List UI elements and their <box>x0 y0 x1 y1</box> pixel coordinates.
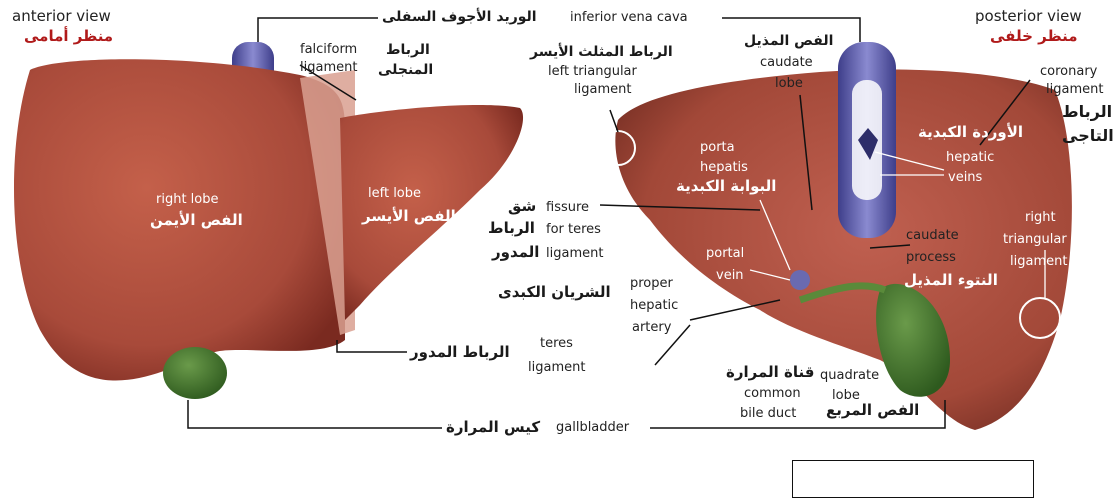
right-lobe-en: right lobe <box>156 192 219 208</box>
gallbladder-en: gallbladder <box>556 420 629 436</box>
teres-en-2: ligament <box>528 360 585 376</box>
right-triangular-en-2: triangular <box>1003 232 1067 248</box>
anterior-gallbladder <box>163 347 227 399</box>
hepatic-veins-ar: الأوردة الكبدية <box>918 124 1023 140</box>
teres-ar: الرباط المدور <box>410 344 510 360</box>
right-triangular-en-3: ligament <box>1010 254 1067 270</box>
hepatic-veins-en-1: hepatic <box>946 150 994 166</box>
ivc-label-ar: الوريد الأجوف السفلى <box>382 9 537 25</box>
bile-duct-en-1: common <box>744 386 801 402</box>
coronary-en-1: coronary <box>1040 64 1097 80</box>
fissure-en-3: ligament <box>546 246 603 262</box>
left-lobe-ar: الفص الأيسر <box>362 208 456 224</box>
caudate-process-en-2: process <box>906 250 956 266</box>
caudate-process-en-1: caudate <box>906 228 959 244</box>
hepatic-artery-ar: الشريان الكبدى <box>498 284 611 300</box>
posterior-title-ar: منظر خلفى <box>990 28 1077 44</box>
caudate-lobe-ar: الفص المذيل <box>744 33 833 49</box>
fissure-ar-1: شق <box>508 198 536 214</box>
caudate-process-ar: النتوء المذيل <box>904 272 998 288</box>
left-triangular-en-1: left triangular <box>548 64 637 80</box>
ivc-label-en: inferior vena cava <box>570 10 688 26</box>
hepatic-veins-en-2: veins <box>948 170 982 186</box>
fissure-en-2: for teres <box>546 222 601 238</box>
left-triangular-ar: الرباط المثلث الأيسر <box>530 44 673 60</box>
posterior-title: posterior view <box>975 8 1082 24</box>
portal-vein-mark <box>790 270 810 290</box>
left-lobe-en: left lobe <box>368 186 421 202</box>
portal-vein-en-2: vein <box>716 268 744 284</box>
anterior-title: anterior view <box>12 8 111 24</box>
bile-duct-ar: قناة المرارة <box>726 364 814 380</box>
falciform-en-1: falciform <box>300 42 357 58</box>
fissure-ar-2: الرباط <box>488 220 535 236</box>
blank-answer-box <box>792 460 1034 498</box>
bile-duct-en-2: bile duct <box>740 406 796 422</box>
coronary-en-2: ligament <box>1046 82 1103 98</box>
porta-hepatis-en-2: hepatis <box>700 160 748 176</box>
right-lobe-ar: الفص الأيمن <box>150 212 243 228</box>
right-triangular-ar: الرباط المثلث الأيمن <box>1090 190 1106 350</box>
falciform-ar-1: الرباط <box>386 42 430 58</box>
fissure-en-1: fissure <box>546 200 589 216</box>
caudate-lobe-en-2: lobe <box>775 76 803 92</box>
quadrate-ar: الفص المربع <box>826 402 919 418</box>
coronary-ar-1: الرباط <box>1062 104 1112 120</box>
teres-en-1: teres <box>540 336 573 352</box>
porta-hepatis-ar: البوابة الكبدية <box>676 178 776 194</box>
gallbladder-ar: كيس المرارة <box>446 419 540 435</box>
right-triangular-en-1: right <box>1025 210 1056 226</box>
porta-hepatis-en-1: porta <box>700 140 735 156</box>
falciform-ar-2: المنجلى <box>378 62 433 78</box>
falciform-en-2: ligament <box>300 60 357 76</box>
fissure-ar-3: المدور <box>492 244 539 260</box>
quadrate-en-1: quadrate <box>820 368 879 384</box>
hepatic-artery-en-2: hepatic <box>630 298 678 314</box>
left-triangular-en-2: ligament <box>574 82 631 98</box>
hepatic-artery-en-1: proper <box>630 276 673 292</box>
caudate-lobe-en-1: caudate <box>760 55 813 71</box>
portal-vein-en-1: portal <box>706 246 744 262</box>
coronary-ar-2: التاجى <box>1062 128 1114 144</box>
hepatic-artery-en-3: artery <box>632 320 671 336</box>
anterior-title-ar: منظر أمامى <box>24 28 113 44</box>
